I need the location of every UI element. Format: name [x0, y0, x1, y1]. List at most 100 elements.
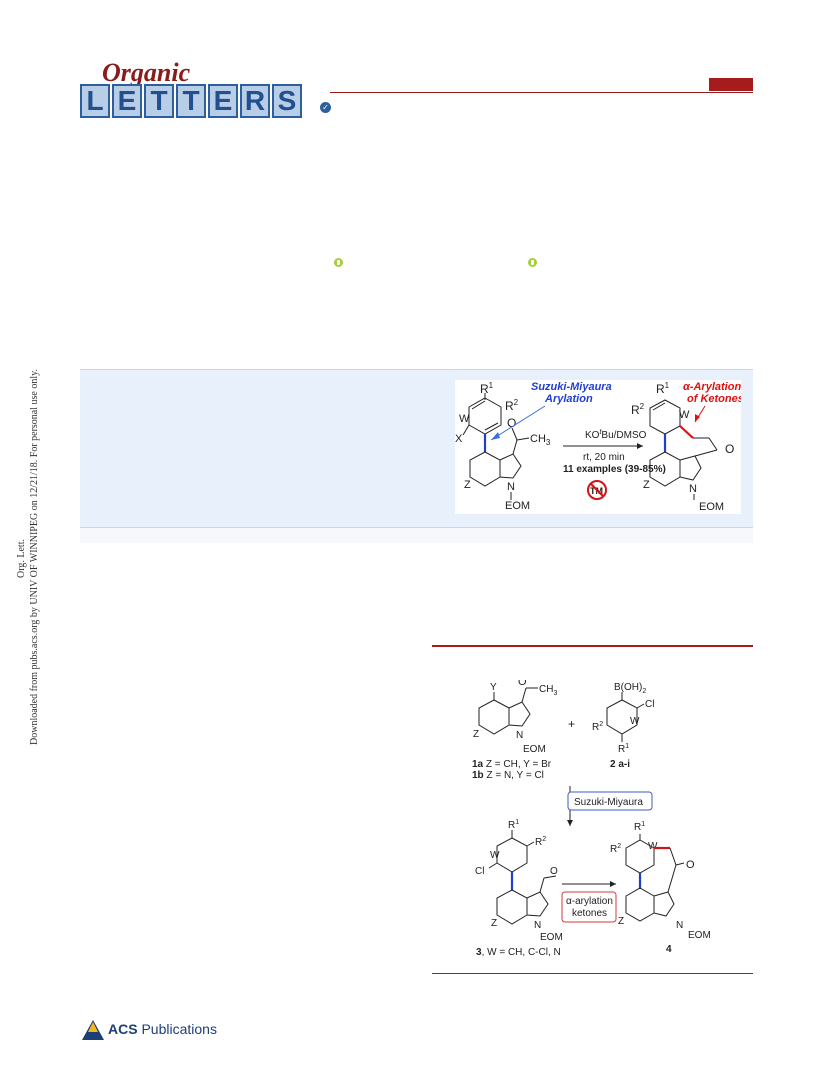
scheme-step1-box	[567, 791, 653, 811]
toc-product-n: N	[689, 483, 697, 495]
toc-tm-label: TM	[590, 486, 603, 496]
logo-letter: R	[240, 84, 270, 118]
toc-reaction-arrowhead	[637, 443, 643, 449]
scheme-4-eom: EOM	[688, 930, 711, 941]
toc-x-label: X	[455, 433, 463, 445]
toc-alpha-annotation-line2: of Ketones	[687, 393, 741, 405]
toc-no-tm-icon: TM	[587, 480, 607, 500]
toc-suzuki-annotation-line2: Arylation	[544, 393, 593, 405]
scheme-4-o: O	[686, 859, 695, 871]
scheme-3-z: Z	[491, 918, 497, 929]
toc-ketone-o-label: O	[507, 416, 516, 430]
scheme-1-z: Z	[473, 729, 479, 740]
scheme-4-n: N	[676, 920, 683, 931]
scheme-3-w: W	[490, 850, 500, 861]
scheme-compound-3-label: 3, W = CH, C-Cl, N	[476, 947, 561, 958]
scheme-2-boh2: B(OH)2	[614, 682, 646, 695]
scheme-compound-1a: 1a Z = CH, Y = Br	[472, 759, 552, 770]
scheme-compound-1b: 1b Z = N, Y = Cl	[472, 770, 544, 781]
scheme-step2-box	[561, 891, 617, 923]
scheme-compound-1	[478, 687, 538, 735]
toc-conditions: rt, 20 min	[583, 452, 625, 463]
logo-letter: T	[144, 84, 174, 118]
scheme-3-r2: R2	[535, 836, 546, 848]
scheme-3-r1: R1	[508, 819, 519, 831]
logo-letter: T	[176, 84, 206, 118]
logo-letter: E	[112, 84, 142, 118]
orcid-icon[interactable]	[334, 258, 343, 267]
toc-reactant-indole	[469, 427, 530, 487]
toc-examples: 11 examples (39-85%)	[563, 464, 666, 475]
scheme-compound-2	[606, 692, 645, 742]
toc-ch3-label: CH3	[530, 433, 551, 447]
scheme-compound-4-indole	[625, 864, 677, 922]
toc-r2-label: R2	[505, 398, 519, 413]
journal-logo-letters: L E T T E R S	[80, 84, 302, 118]
scheme-3-o: O	[550, 866, 558, 877]
scheme-step1-arrowhead	[567, 820, 573, 826]
scheme-2-cl: Cl	[645, 699, 654, 710]
scheme-1-n: N	[516, 730, 523, 741]
toc-graphic: R1 R2 W X O CH3 Z N EOM Suzuki-Miyaura A…	[455, 380, 744, 514]
toc-product-o: O	[725, 442, 734, 456]
scheme-step1-label: Suzuki-Miyaura	[574, 797, 643, 808]
toc-reagent: KOtBu/DMSO	[585, 429, 647, 441]
toc-product-indole	[649, 449, 718, 487]
logo-letter: L	[80, 84, 110, 118]
toc-product-r1: R1	[656, 381, 670, 396]
toc-n-label: N	[507, 481, 515, 493]
download-notice: Downloaded from pubs.acs.org by UNIV OF …	[0, 0, 60, 1091]
toc-product-red-bond	[679, 425, 694, 439]
scheme-step2-label: α-arylation	[566, 896, 613, 907]
toc-suzuki-annotation: Suzuki-Miyaura	[531, 381, 612, 393]
toc-product-w: W	[679, 409, 690, 421]
scheme-top-rule	[432, 645, 753, 647]
orcid-icon[interactable]	[528, 258, 537, 267]
toc-eom-label: EOM	[505, 500, 530, 512]
toc-x-bond	[462, 424, 470, 436]
toc-w-label: W	[459, 413, 470, 425]
toc-suzuki-arrow	[490, 405, 546, 441]
journal-logo-script: Organic	[102, 58, 191, 87]
download-notice-line1: Downloaded from pubs.acs.org by UNIV OF …	[29, 369, 40, 745]
acs-logo-icon	[82, 1020, 104, 1040]
toc-product-ring	[649, 399, 681, 435]
scheme-step2-label-line2: ketones	[572, 908, 607, 919]
scheme-compound-4-label: 4	[666, 944, 672, 955]
abstract-rule	[80, 527, 753, 528]
scheme-graphic: O CH3 Y Z N EOM 1a Z = CH, Y = Br 1b Z =…	[432, 676, 753, 962]
toc-suzuki-arrowhead	[491, 432, 500, 440]
scheme-bottom-rule	[432, 973, 753, 974]
logo-letter: S	[272, 84, 302, 118]
scheme-graphic-svg: O CH3 Y Z N EOM 1a Z = CH, Y = Br 1b Z =…	[472, 676, 711, 958]
scheme-compound-3-indole	[496, 875, 557, 925]
download-notice-line2: Org. Lett.	[16, 539, 27, 578]
scheme-4-chain	[669, 847, 677, 866]
scheme-1-o: O	[518, 680, 527, 688]
toc-product-r2: R2	[631, 402, 645, 417]
scheme-3-cl: Cl	[475, 866, 484, 877]
toc-product-eom: EOM	[699, 501, 724, 513]
toc-alpha-arrowhead	[695, 414, 700, 422]
toc-z-label: Z	[464, 479, 471, 491]
scheme-compound-2: 2 a-i	[610, 759, 630, 770]
scheme-1-ch3: CH3	[539, 684, 557, 697]
acs-publications-text: ACS Publications	[108, 1021, 217, 1037]
scheme-step2-arrowhead	[610, 881, 616, 887]
logo-letter: E	[208, 84, 238, 118]
acs-publications-logo[interactable]: ACS Publications	[80, 1018, 220, 1044]
scheme-3-eom: EOM	[540, 932, 563, 943]
scheme-4-carbonyl	[675, 862, 685, 866]
verified-check-icon: ✓	[320, 102, 331, 113]
scheme-compound-4	[625, 834, 655, 874]
scheme-4-r2: R2	[610, 843, 621, 855]
scheme-4-z: Z	[618, 916, 624, 927]
header-tab	[709, 78, 753, 91]
toc-product-carbonyl	[708, 437, 718, 451]
scheme-2-r2: R2	[592, 721, 603, 733]
scheme-1-eom: EOM	[523, 744, 546, 755]
toc-r1-label: R1	[480, 381, 494, 396]
scheme-1-y: Y	[490, 682, 497, 693]
header-rule	[330, 92, 753, 93]
toc-reactant-aryl-ring	[468, 397, 502, 435]
